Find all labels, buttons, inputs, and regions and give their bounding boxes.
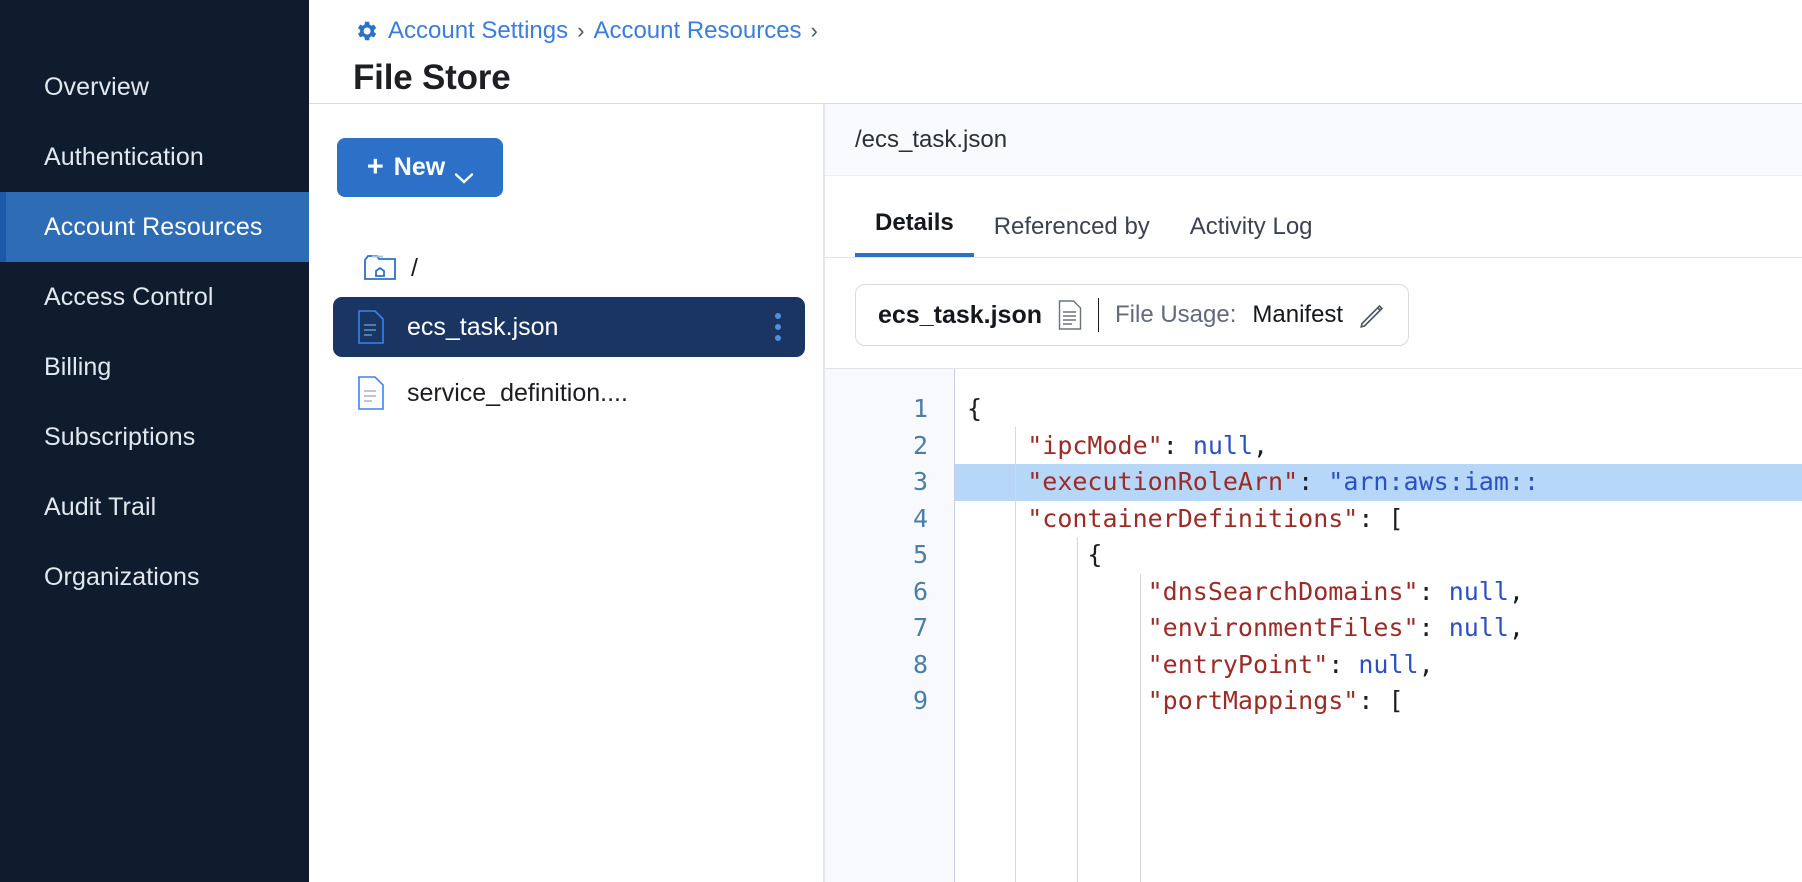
kebab-menu-icon[interactable] bbox=[769, 307, 787, 347]
line-number: 5 bbox=[912, 540, 928, 569]
new-button[interactable]: + New bbox=[337, 138, 503, 197]
file-tree: / ecs_task.json bbox=[309, 245, 823, 423]
file-name: ecs_task.json bbox=[407, 312, 559, 341]
sidebar-item-label: Authentication bbox=[44, 142, 204, 171]
plus-icon: + bbox=[366, 151, 384, 183]
breadcrumb-link-account-settings[interactable]: Account Settings bbox=[388, 17, 569, 44]
breadcrumb-separator: › bbox=[810, 18, 818, 43]
folder-home-icon bbox=[363, 254, 397, 282]
code-line: "portMappings": [ bbox=[1147, 686, 1404, 715]
divider bbox=[1098, 298, 1099, 332]
sidebar-item-account-resources[interactable]: Account Resources bbox=[0, 192, 309, 262]
tab-label: Activity Log bbox=[1189, 213, 1313, 240]
file-usage-section: ecs_task.json File Usage: Manifest bbox=[825, 258, 1802, 368]
sidebar-item-billing[interactable]: Billing bbox=[0, 332, 309, 402]
sidebar-item-subscriptions[interactable]: Subscriptions bbox=[0, 402, 309, 472]
file-path: /ecs_task.json bbox=[855, 125, 1008, 153]
code-line: "entryPoint": null, bbox=[1147, 649, 1434, 679]
tab-activity-log[interactable]: Activity Log bbox=[1170, 213, 1333, 257]
tab-label: Referenced by bbox=[993, 213, 1150, 240]
sidebar-item-access-control[interactable]: Access Control bbox=[0, 262, 309, 332]
file-row-ecs-task[interactable]: ecs_task.json bbox=[333, 297, 805, 357]
pencil-icon[interactable] bbox=[1359, 302, 1386, 329]
file-usage-value: Manifest bbox=[1252, 301, 1344, 328]
file-usage-label: File Usage: bbox=[1115, 301, 1237, 328]
detail-tabs: Details Referenced by Activity Log bbox=[825, 176, 1802, 258]
line-number: 1 bbox=[912, 394, 928, 423]
line-number-gutter: 1 2 3 4 5 6 7 8 9 bbox=[825, 369, 955, 882]
file-name: service_definition.... bbox=[407, 378, 628, 407]
chevron-down-icon bbox=[454, 162, 474, 184]
code-line: "containerDefinitions": [ bbox=[1027, 503, 1404, 533]
sidebar-item-label: Billing bbox=[44, 352, 112, 381]
breadcrumb-separator: › bbox=[577, 18, 585, 43]
line-number: 2 bbox=[912, 430, 928, 460]
line-number: 3 bbox=[912, 467, 928, 496]
code-line-highlighted: "executionRoleArn": "arn:aws:iam:: bbox=[955, 464, 1802, 501]
code-line: { bbox=[967, 394, 983, 423]
sidebar-item-authentication[interactable]: Authentication bbox=[0, 122, 309, 192]
new-button-label: New bbox=[393, 153, 446, 181]
tree-root-label: / bbox=[411, 253, 418, 282]
sidebar-item-label: Account Resources bbox=[44, 212, 263, 241]
file-row-service-definition[interactable]: service_definition.... bbox=[333, 363, 805, 423]
content-row: + New bbox=[309, 104, 1802, 882]
line-number: 6 bbox=[912, 576, 928, 606]
tab-details[interactable]: Details bbox=[855, 209, 974, 257]
sidebar-item-overview[interactable]: Overview bbox=[0, 52, 309, 122]
tab-label: Details bbox=[875, 209, 954, 236]
page-title: File Store bbox=[353, 58, 511, 97]
sidebar-item-label: Access Control bbox=[44, 282, 214, 311]
file-path-bar: /ecs_task.json bbox=[825, 104, 1802, 176]
sidebar-item-label: Organizations bbox=[44, 562, 200, 591]
sidebar: Overview Authentication Account Resource… bbox=[0, 0, 309, 882]
code-content[interactable]: { "ipcMode": null, "executionRoleArn": "… bbox=[955, 369, 1802, 882]
sidebar-item-label: Audit Trail bbox=[44, 492, 157, 521]
tab-referenced-by[interactable]: Referenced by bbox=[974, 213, 1170, 257]
file-detail-panel: /ecs_task.json Details Referenced by Act… bbox=[824, 104, 1802, 882]
line-number: 4 bbox=[912, 503, 928, 533]
file-icon bbox=[357, 310, 385, 344]
line-number: 7 bbox=[912, 613, 928, 642]
code-line: "dnsSearchDomains": null, bbox=[1147, 576, 1524, 606]
main-area: Account Settings › Account Resources › F… bbox=[309, 0, 1802, 882]
line-number: 8 bbox=[912, 649, 928, 679]
file-usage-card: ecs_task.json File Usage: Manifest bbox=[855, 284, 1410, 346]
sidebar-item-label: Overview bbox=[44, 72, 149, 101]
page-header: Account Settings › Account Resources › F… bbox=[309, 0, 1802, 104]
code-line: { bbox=[1087, 540, 1103, 569]
breadcrumb-link-account-resources[interactable]: Account Resources bbox=[593, 17, 802, 44]
document-icon bbox=[1058, 300, 1082, 330]
code-line: "ipcMode": null, bbox=[1027, 430, 1269, 460]
sidebar-item-label: Subscriptions bbox=[44, 422, 196, 451]
breadcrumb: Account Settings › Account Resources › bbox=[353, 10, 1802, 52]
sidebar-item-audit-trail[interactable]: Audit Trail bbox=[0, 472, 309, 542]
gear-icon bbox=[353, 18, 379, 44]
file-tree-panel: + New bbox=[309, 104, 824, 882]
code-editor[interactable]: 1 2 3 4 5 6 7 8 9 { bbox=[825, 368, 1802, 882]
tree-root-folder[interactable]: / bbox=[333, 245, 805, 291]
sidebar-item-organizations[interactable]: Organizations bbox=[0, 542, 309, 612]
file-icon bbox=[357, 376, 385, 410]
usage-file-name: ecs_task.json bbox=[878, 300, 1042, 329]
line-number: 9 bbox=[912, 686, 928, 715]
code-line: "environmentFiles": null, bbox=[1147, 613, 1524, 642]
